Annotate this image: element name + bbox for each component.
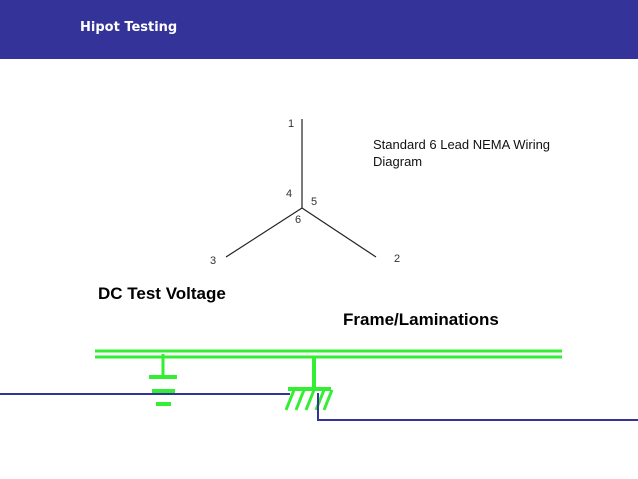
frame-bus	[95, 349, 562, 359]
slide-header: Hipot Testing	[0, 0, 638, 59]
frame-laminations-label: Frame/Laminations	[343, 310, 499, 329]
slide-title: Hipot Testing	[80, 20, 178, 35]
lead-label-2: 2	[394, 253, 400, 265]
blue-wire-right	[317, 393, 638, 421]
lead-label-3: 3	[210, 255, 216, 267]
dc-source-icon	[149, 354, 177, 406]
lead-label-6: 6	[295, 214, 301, 226]
wye-winding	[225, 119, 377, 258]
dc-test-voltage-label: DC Test Voltage	[98, 284, 226, 303]
lead-label-4: 4	[286, 188, 292, 200]
lead-label-5: 5	[311, 196, 317, 208]
lead-label-1: 1	[288, 118, 294, 130]
wiring-diagram-caption: Standard 6 Lead NEMA Wiring Diagram	[373, 137, 551, 169]
winding-leg-left	[225, 207, 303, 258]
winding-leg-right	[301, 207, 377, 258]
frame-ground-icon	[284, 357, 334, 411]
